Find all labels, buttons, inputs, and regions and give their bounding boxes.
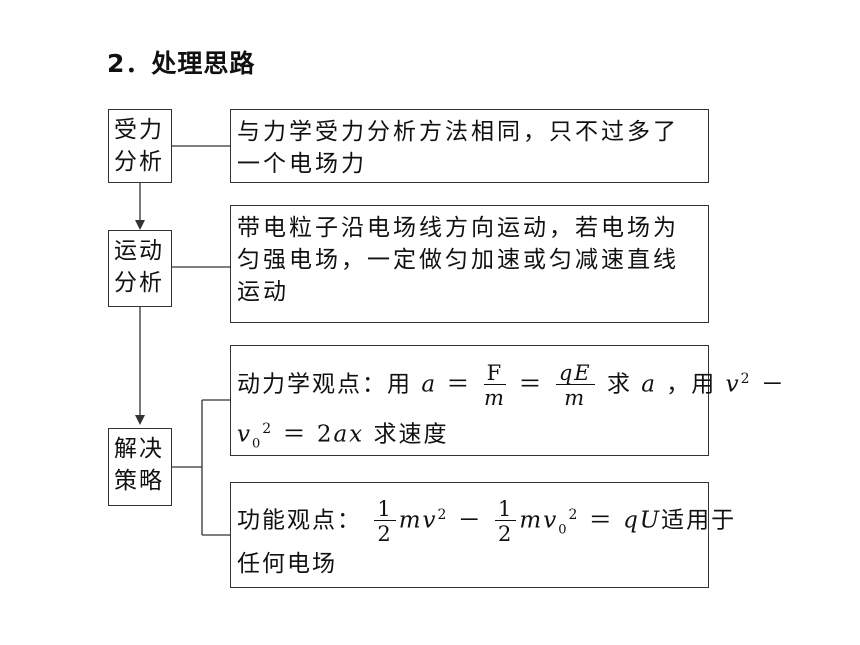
equals-sign: ＝ <box>446 371 472 398</box>
strategy-dynamics-box: 动力学观点：用 a ＝ F m ＝ qE m 求 a ，用 v2 － v02 ＝… <box>230 345 784 456</box>
strategy-suffix: 求速度 <box>373 421 449 448</box>
label-line: 分析 <box>114 149 164 175</box>
label-line: 分析 <box>114 270 164 296</box>
formula-line-energy: 功能观点： 1 2 mv2 － 1 2 mv02 ＝ qU适用于 <box>237 483 734 547</box>
label-line: 策略 <box>114 468 164 494</box>
fraction-f-over-m: F m <box>483 362 507 410</box>
numerator: 1 <box>495 498 517 521</box>
formula-line-acceleration: 动力学观点：用 a ＝ F m ＝ qE m 求 a ，用 v2 － <box>237 346 784 412</box>
mv-symbol: mv <box>398 507 438 534</box>
qu-symbol: qU <box>623 507 662 534</box>
subscript: 0 <box>252 436 263 452</box>
text-fragment: 求 <box>606 371 632 398</box>
initial-velocity-symbol: v <box>237 421 252 448</box>
denominator: m <box>483 385 506 410</box>
fraction-one-half: 1 2 <box>374 498 396 546</box>
acceleration-symbol: a <box>641 371 657 398</box>
label-line: 运动 <box>114 238 164 264</box>
strategy-prefix: 动力学观点：用 <box>237 371 412 398</box>
rhs-fragment: ＝ 2 <box>282 421 334 448</box>
page-title: 2．处理思路 <box>107 49 256 78</box>
arrowhead-icon <box>135 415 145 425</box>
desc-line: 匀强电场，一定做匀加速或匀减速直线 <box>237 247 679 273</box>
equals-sign: ＝ <box>588 507 614 534</box>
minus-sign: － <box>760 371 786 398</box>
denominator: 2 <box>498 521 514 546</box>
label-line: 受力 <box>114 117 164 143</box>
subscript: 0 <box>558 522 569 538</box>
strategy-suffix: 适用于 <box>661 507 737 534</box>
desc-box-motion-analysis: 带电粒子沿电场线方向运动，若电场为 匀强电场，一定做匀加速或匀减速直线 运动 <box>230 205 709 323</box>
ax-symbol: ax <box>333 421 365 448</box>
formula-line-velocity: v02 ＝ 2ax 求速度 <box>237 412 702 452</box>
label-box-solution-strategy: 解决 策略 <box>108 428 172 506</box>
numerator: 1 <box>374 498 396 521</box>
numerator: qE <box>555 362 595 385</box>
denominator: 2 <box>377 521 393 546</box>
desc-box-force-analysis: 与力学受力分析方法相同，只不过多了 一个电场力 <box>230 109 709 183</box>
energy-continuation: 任何电场 <box>237 551 337 577</box>
desc-line: 带电粒子沿电场线方向运动，若电场为 <box>237 215 679 241</box>
exponent: 2 <box>262 421 274 437</box>
label-box-force-analysis: 受力 分析 <box>108 109 172 183</box>
strategy-energy-box: 功能观点： 1 2 mv2 － 1 2 mv02 ＝ qU适用于 任何电场 <box>230 482 734 588</box>
desc-line: 运动 <box>237 279 289 305</box>
exponent: 2 <box>740 371 752 387</box>
fraction-one-half: 1 2 <box>495 498 517 546</box>
desc-line: 与力学受力分析方法相同，只不过多了 <box>237 119 679 145</box>
fraction-qe-over-m: qE m <box>555 362 595 410</box>
arrowhead-icon <box>135 220 145 230</box>
desc-line: 一个电场力 <box>237 151 367 177</box>
minus-sign: － <box>457 507 483 534</box>
strategy-prefix: 功能观点： <box>237 507 362 534</box>
label-line: 解决 <box>114 436 164 462</box>
exponent: 2 <box>568 507 580 523</box>
exponent: 2 <box>437 507 449 523</box>
numerator: F <box>483 362 507 385</box>
equals-sign: ＝ <box>518 371 544 398</box>
text-fragment: ，用 <box>666 371 717 398</box>
acceleration-symbol: a <box>421 371 438 398</box>
mv0-symbol: mv <box>519 507 559 534</box>
velocity-symbol: v <box>725 371 741 398</box>
label-box-motion-analysis: 运动 分析 <box>108 230 172 307</box>
denominator: m <box>564 385 587 410</box>
